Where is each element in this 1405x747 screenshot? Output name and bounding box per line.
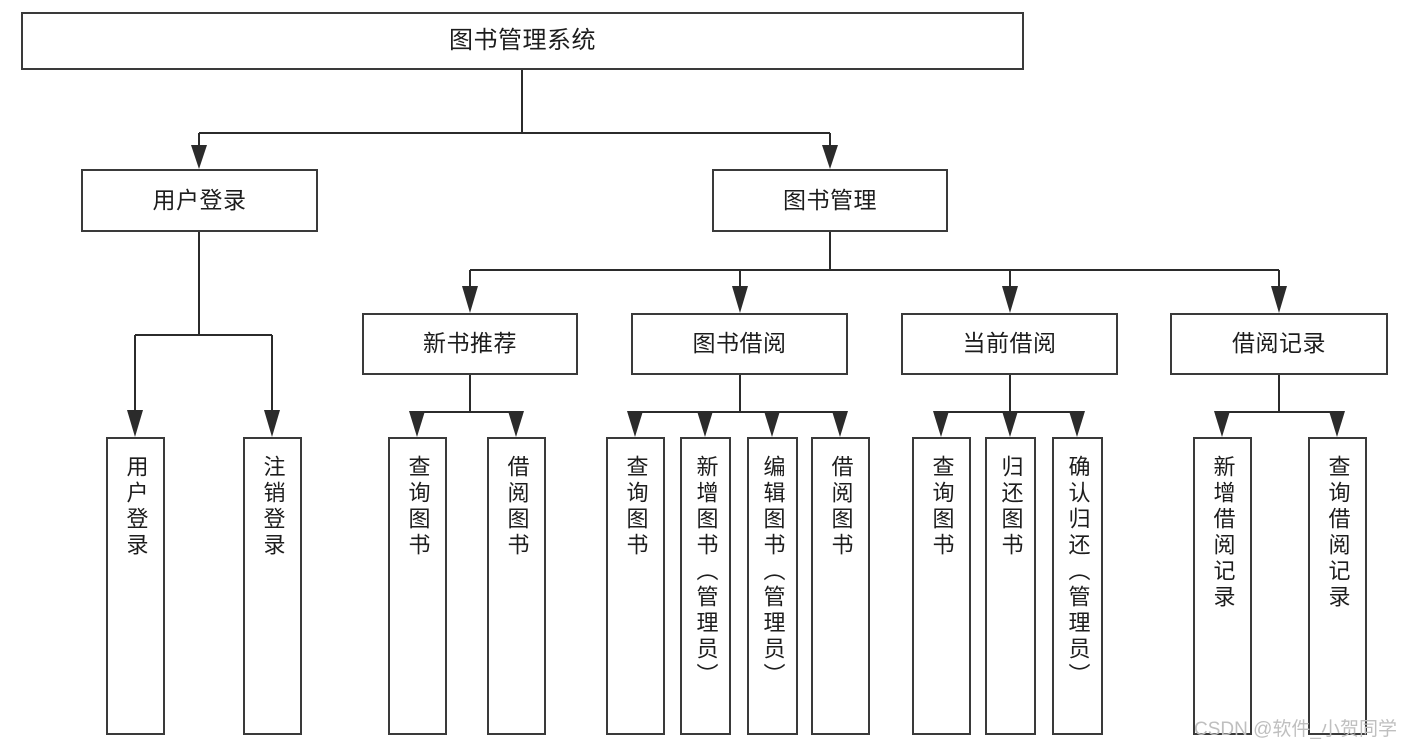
leaf-edit-book-admin[interactable]: 编辑图书（管理员） [747, 437, 798, 735]
node-label: 确认归还（管理员） [1065, 455, 1091, 689]
node-label: 新增借阅记录 [1210, 455, 1236, 611]
node-new-book-recommend[interactable]: 新书推荐 [362, 313, 578, 375]
node-label: 编辑图书（管理员） [760, 455, 786, 689]
leaf-user-login[interactable]: 用户登录 [106, 437, 165, 735]
leaf-query-borrow-record[interactable]: 查询借阅记录 [1308, 437, 1367, 735]
node-book-management[interactable]: 图书管理 [712, 169, 948, 232]
node-book-borrow[interactable]: 图书借阅 [631, 313, 848, 375]
leaf-add-borrow-record[interactable]: 新增借阅记录 [1193, 437, 1252, 735]
node-label: 图书借阅 [692, 330, 787, 357]
node-label: 借阅记录 [1232, 330, 1326, 357]
node-user-login[interactable]: 用户登录 [81, 169, 318, 232]
csdn-watermark: CSDN @软件_小贺同学 [1194, 719, 1397, 740]
node-label: 借阅图书 [504, 455, 530, 559]
node-label: 注销登录 [260, 455, 286, 559]
node-label: 新书推荐 [423, 330, 517, 357]
leaf-confirm-return-admin[interactable]: 确认归还（管理员） [1052, 437, 1103, 735]
leaf-return-book[interactable]: 归还图书 [985, 437, 1036, 735]
node-borrow-record[interactable]: 借阅记录 [1170, 313, 1388, 375]
node-label: 查询图书 [623, 455, 649, 559]
node-label: 归还图书 [998, 455, 1024, 559]
leaf-add-book-admin[interactable]: 新增图书（管理员） [680, 437, 731, 735]
leaf-query-book-current[interactable]: 查询图书 [912, 437, 971, 735]
node-label: 查询借阅记录 [1325, 455, 1351, 611]
node-label: 图书管理 [783, 186, 877, 213]
node-root-book-management-system[interactable]: 图书管理系统 [21, 12, 1024, 70]
node-label: 查询图书 [929, 455, 955, 559]
node-label: 用户登录 [152, 186, 247, 213]
node-label: 新增图书（管理员） [693, 455, 719, 689]
leaf-query-book-borrow[interactable]: 查询图书 [606, 437, 665, 735]
leaf-borrow-book[interactable]: 借阅图书 [811, 437, 870, 735]
node-current-borrow[interactable]: 当前借阅 [901, 313, 1118, 375]
node-label: 当前借阅 [962, 330, 1057, 357]
leaf-query-book-recommend[interactable]: 查询图书 [388, 437, 447, 735]
node-label: 查询图书 [405, 455, 431, 559]
node-label: 借阅图书 [828, 455, 854, 559]
leaf-logout[interactable]: 注销登录 [243, 437, 302, 735]
leaf-borrow-book-recommend[interactable]: 借阅图书 [487, 437, 546, 735]
node-label: 用户登录 [123, 455, 149, 559]
node-label: 图书管理系统 [449, 26, 596, 54]
